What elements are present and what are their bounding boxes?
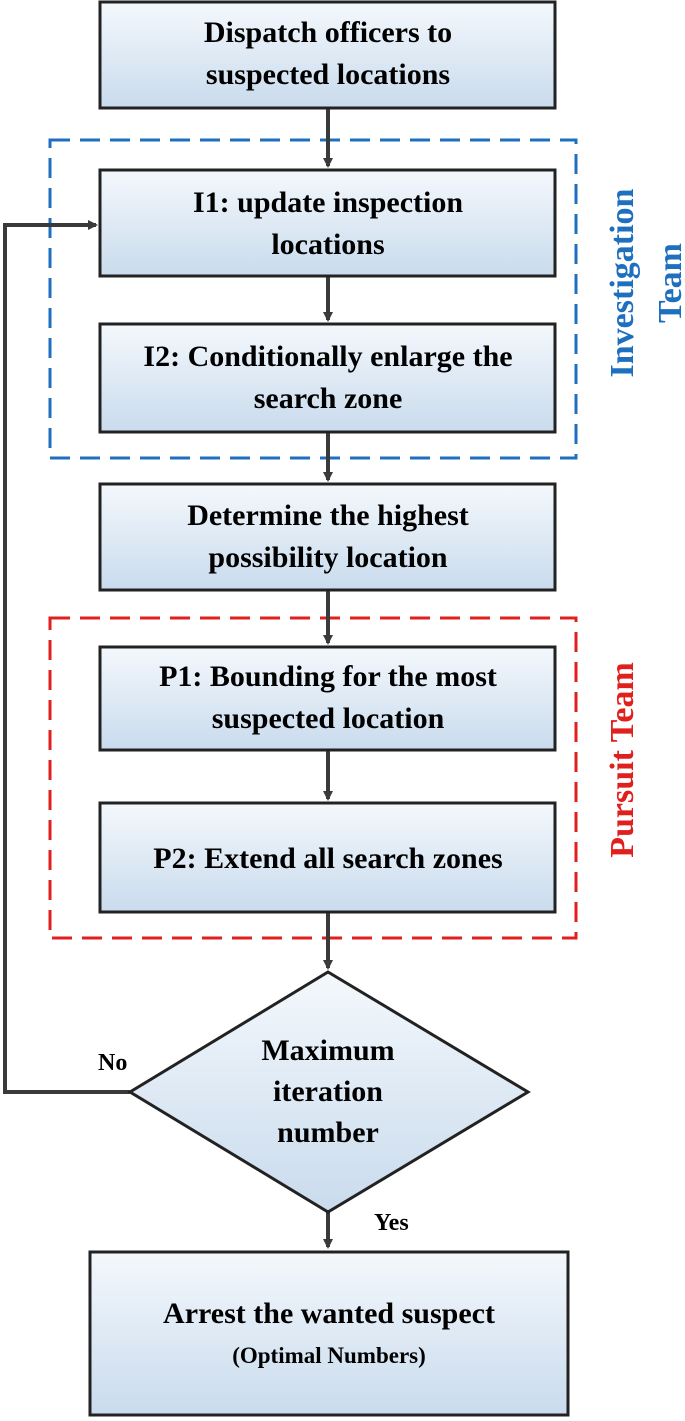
step-dispatch-line2: suspected locations xyxy=(206,58,450,91)
branch-yes-label: Yes xyxy=(374,1210,409,1236)
step-determine-line1: Determine the highest xyxy=(187,499,469,532)
step-arrest-line2: (Optimal Numbers) xyxy=(232,1343,426,1368)
step-p2-line1: P2: Extend all search zones xyxy=(153,842,502,875)
investigation-team-line2: Team xyxy=(652,243,685,323)
decision-line2: iteration xyxy=(273,1075,383,1108)
step-determine: Determine the highest possibility locati… xyxy=(98,482,557,592)
step-i2-line1: I2: Conditionally enlarge the xyxy=(143,340,512,373)
step-arrest: Arrest the wanted suspect (Optimal Numbe… xyxy=(88,1250,570,1417)
pursuit-team-frame xyxy=(48,616,578,940)
step-p1-line1: P1: Bounding for the most xyxy=(159,660,497,693)
decision-line3: number xyxy=(277,1116,379,1149)
step-p1: P1: Bounding for the most suspected loca… xyxy=(98,645,557,752)
arrow-no-loop-to-i1 xyxy=(3,220,130,1094)
investigation-team-line1: Investigation xyxy=(604,188,641,377)
step-dispatch-line1: Dispatch officers to xyxy=(204,16,452,49)
branch-no-label: No xyxy=(98,1050,127,1076)
decision-line1: Maximum xyxy=(261,1034,394,1067)
step-i1-line2: locations xyxy=(271,228,384,261)
investigation-team-label: Investigation Team xyxy=(604,188,685,377)
pursuit-team-text: Pursuit Team xyxy=(604,662,641,858)
step-i1-line1: I1: update inspection xyxy=(193,186,463,219)
step-dispatch: Dispatch officers to suspected locations xyxy=(98,0,557,110)
step-i2-line2: search zone xyxy=(254,382,403,415)
step-p2: P2: Extend all search zones xyxy=(98,801,557,914)
step-i2: I2: Conditionally enlarge the search zon… xyxy=(98,322,557,434)
step-arrest-line1: Arrest the wanted suspect xyxy=(163,1297,495,1330)
decision-max-iteration: Maximum iteration number xyxy=(127,970,531,1214)
step-determine-line2: possibility location xyxy=(208,541,448,574)
pursuit-team-label: Pursuit Team xyxy=(604,662,641,858)
step-p1-line2: suspected location xyxy=(212,702,445,735)
step-i1: I1: update inspection locations xyxy=(98,168,557,278)
